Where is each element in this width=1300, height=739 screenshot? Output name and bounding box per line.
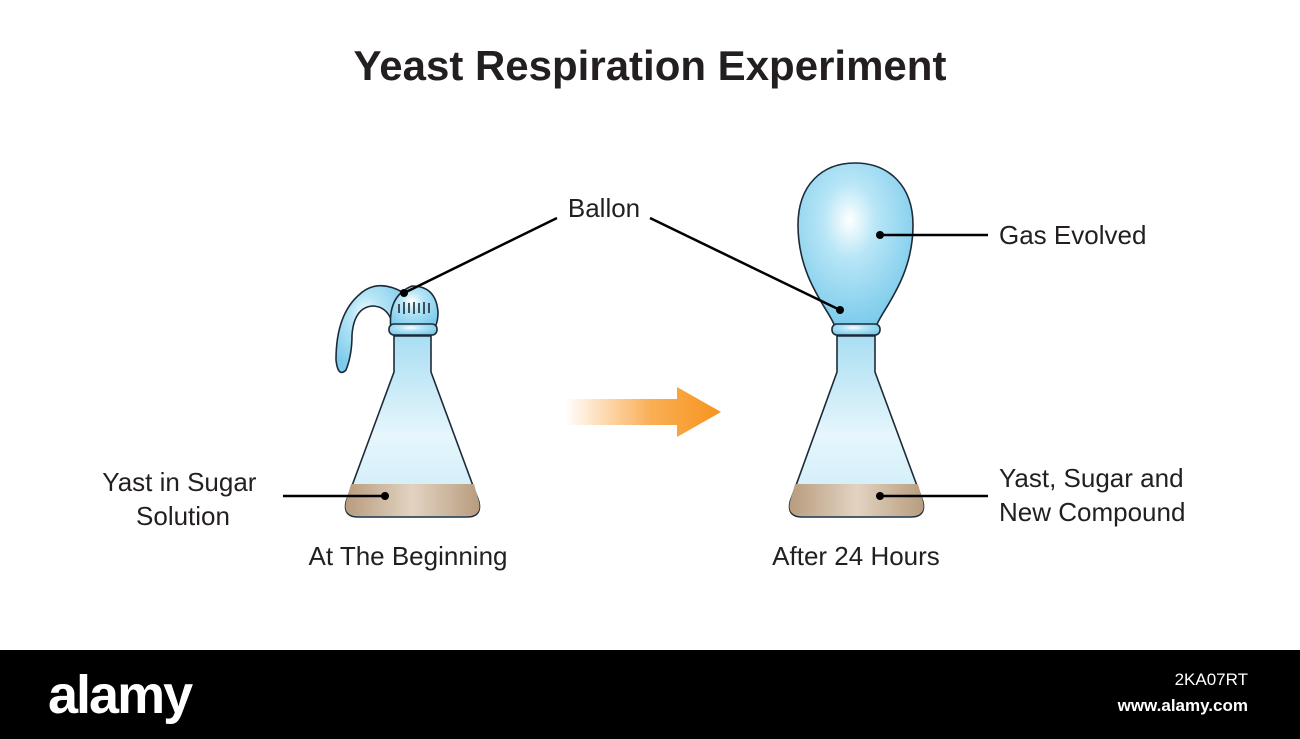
caption-before: At The Beginning [309,541,508,571]
solution [345,484,480,516]
end-solution-label: Yast, Sugar and New Compound [999,463,1191,527]
end-solution-line-2: New Compound [999,497,1185,527]
gas-evolved-label: Gas Evolved [999,220,1146,250]
site-url: www.alamy.com [1117,696,1248,715]
balloon-rim [831,323,881,336]
inflated-balloon [797,162,914,328]
end-solution-line-1: Yast, Sugar and [999,463,1184,493]
caption-after: After 24 Hours [772,541,940,571]
leader-lines [283,216,988,500]
image-id: 2KA07RT [1174,670,1248,689]
deflated-balloon [335,284,406,374]
page-title: Yeast Respiration Experiment [354,42,947,89]
process-arrow [565,387,721,437]
alamy-logo: alamy [48,665,193,725]
experiment-diagram: Yeast Respiration Experiment [102,42,1191,571]
knot-marks [398,302,430,314]
flask-after [788,162,925,518]
balloon-rim [388,323,438,336]
balloon-label: Ballon [568,193,640,223]
start-solution-line-2: Solution [136,501,230,531]
solution [789,484,924,516]
start-solution-label: Yast in Sugar Solution [102,467,263,531]
start-solution-line-1: Yast in Sugar [102,467,257,497]
flask-before [335,284,481,518]
watermark-footer: alamy 2KA07RT www.alamy.com [0,650,1300,739]
